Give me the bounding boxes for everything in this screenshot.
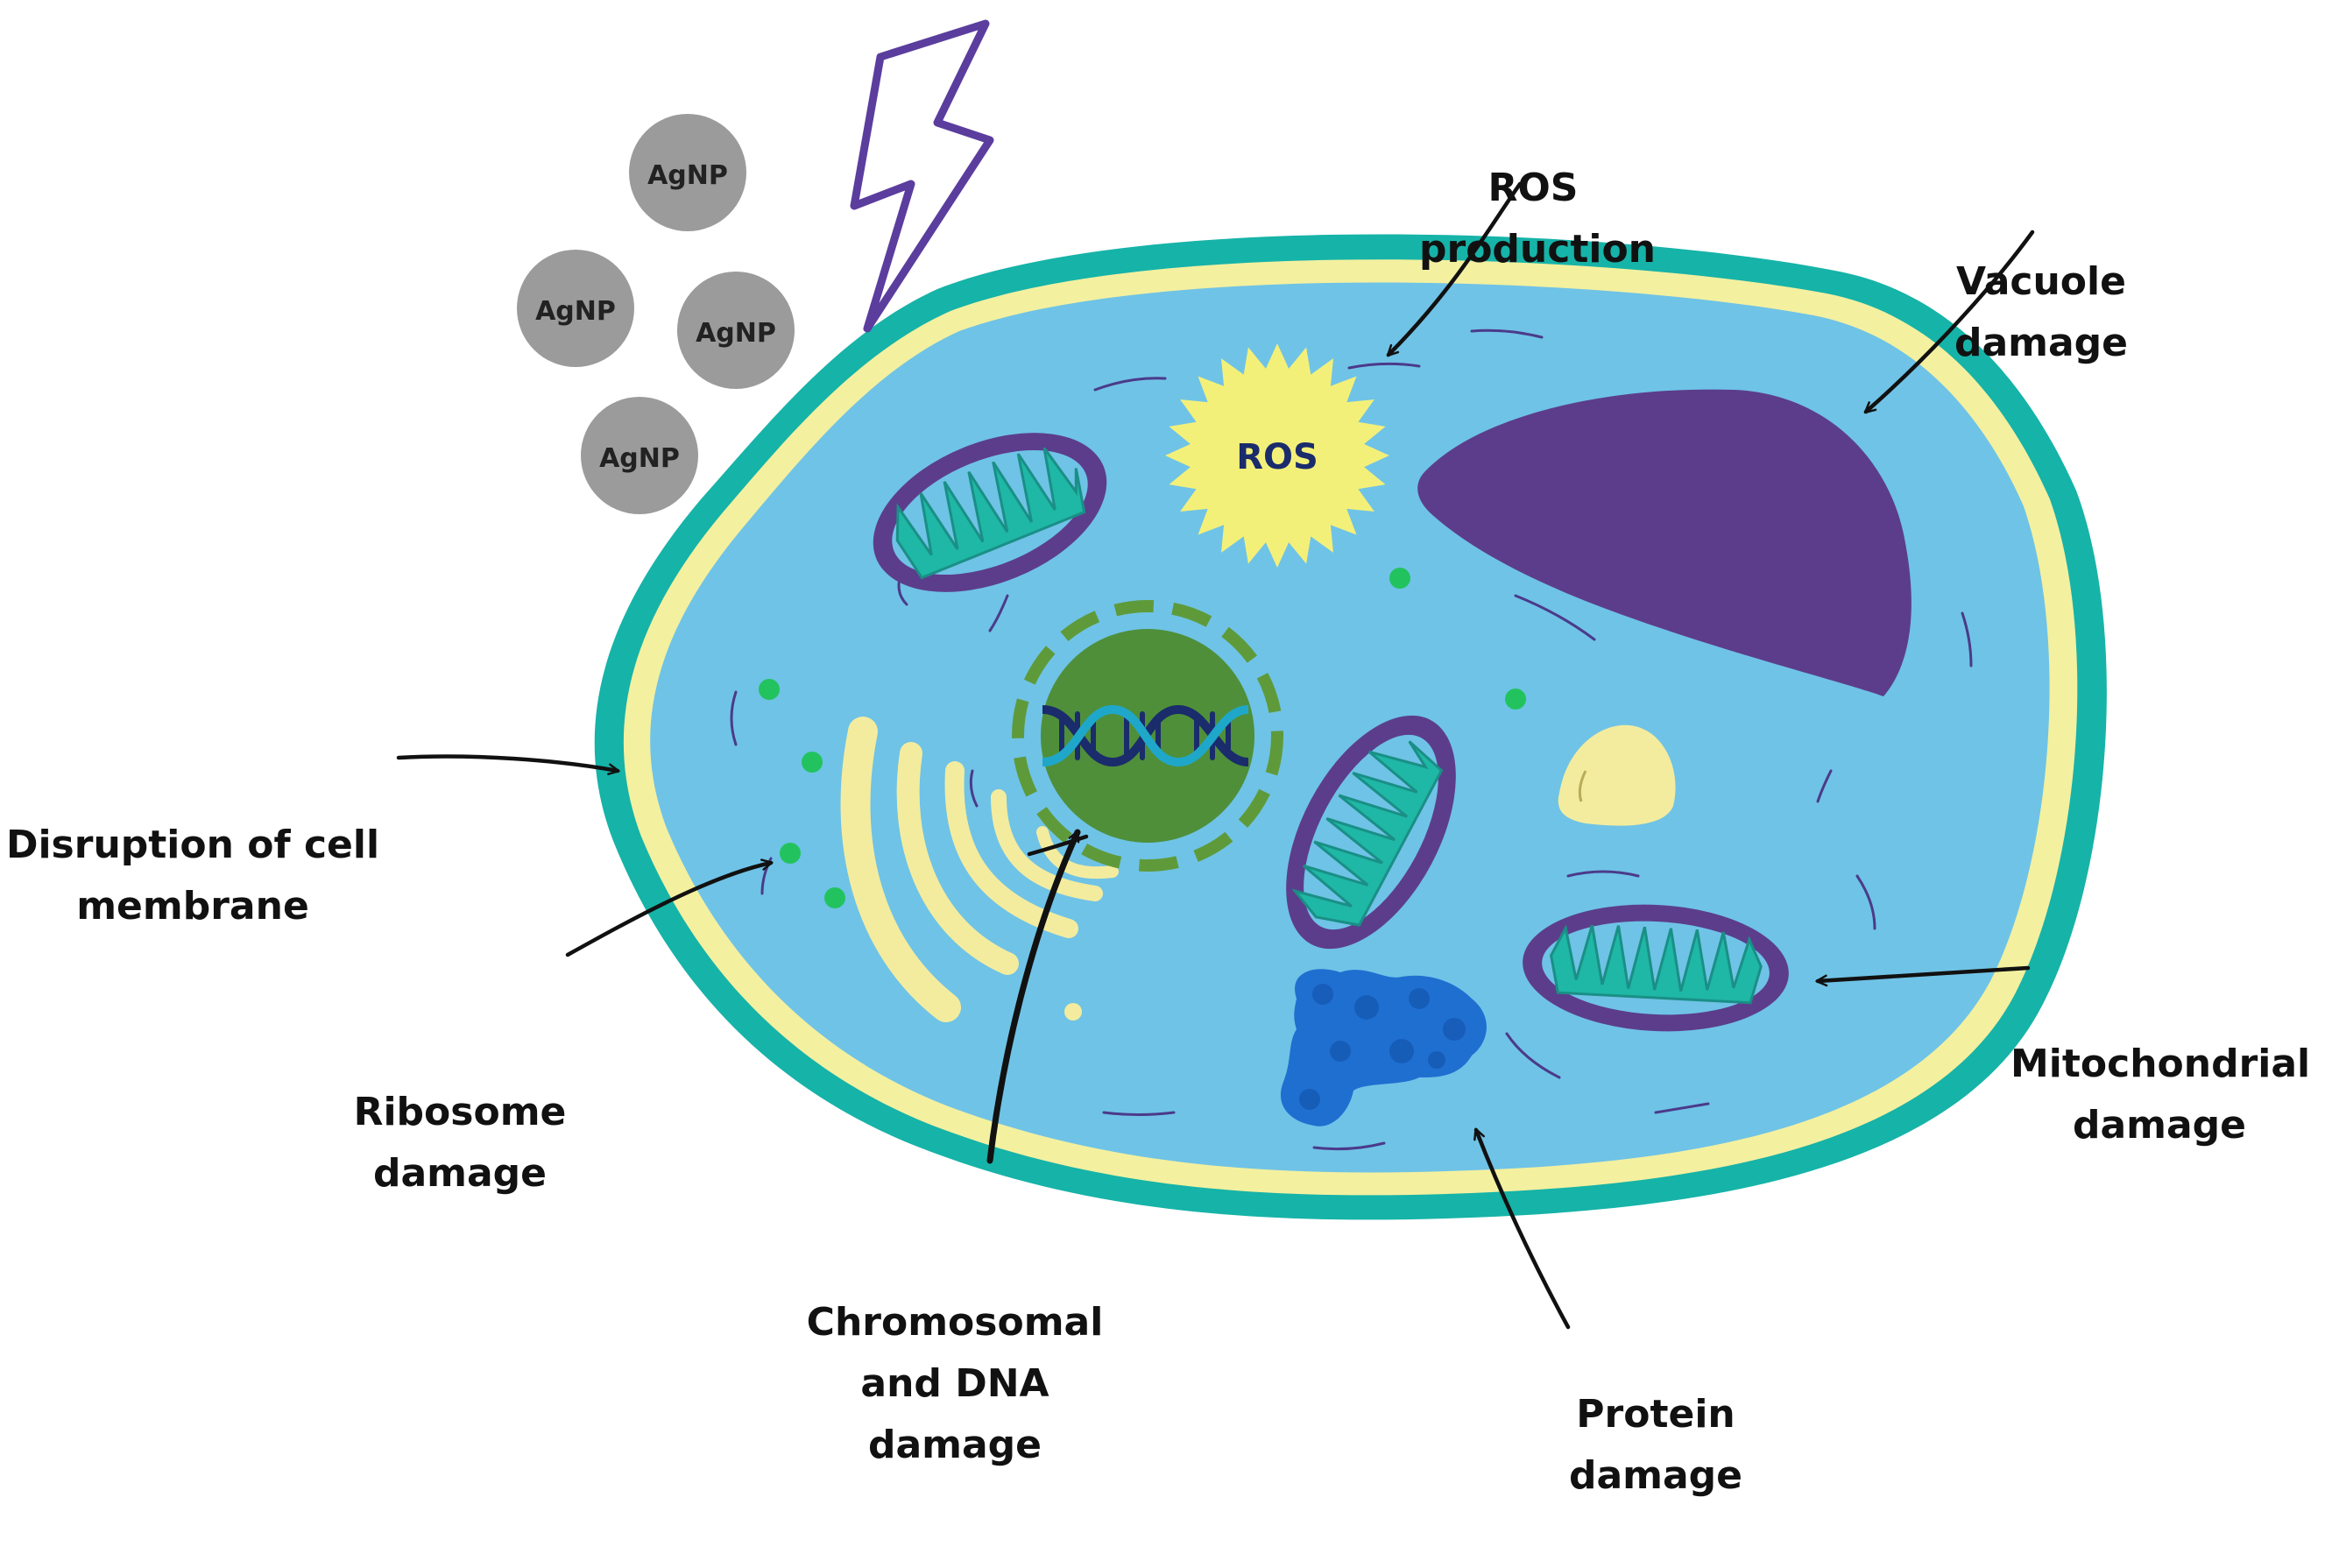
vesicle-mark: [1578, 770, 1587, 802]
ribosome: [759, 679, 780, 700]
arrow-mitochondrial-damage: [1815, 965, 2031, 987]
arrow-protein-damage: [1473, 1127, 1571, 1330]
mitochondrion-top: [873, 433, 1107, 592]
ribosome: [824, 887, 845, 908]
arrow-membrane-disruption: [396, 754, 620, 775]
mitochondrion-right: [1523, 904, 1789, 1032]
golgi-vesicle: [1064, 1003, 1082, 1021]
vacuole: [1417, 389, 1911, 696]
svg-text:AgNP: AgNP: [647, 160, 728, 191]
arrow-ros-production: [1386, 181, 1523, 357]
golgi-apparatus: [840, 717, 1119, 1022]
lightning-bolt-icon: [850, 19, 994, 333]
dna-icon: [1042, 704, 1249, 767]
ribosomes: [759, 568, 1526, 908]
nanoparticle-2: AgNP: [517, 250, 634, 367]
annotation-arrows: [396, 181, 2035, 1330]
protein-structure: [1280, 969, 1487, 1127]
arrow-chromosomal-damage-2: [1027, 834, 1089, 857]
vesicle: [1558, 724, 1676, 826]
arrow-vacuole-damage: [1863, 230, 2035, 414]
ribosome: [780, 843, 801, 864]
nanoparticle-1: AgNP: [629, 114, 746, 231]
ribosome: [1505, 689, 1526, 710]
arrow-ribosome-damage: [565, 858, 774, 957]
ribosome: [1389, 568, 1410, 589]
nanoparticle-3: AgNP: [677, 272, 795, 389]
svg-text:AgNP: AgNP: [599, 443, 680, 474]
ribosome: [802, 752, 823, 773]
nanoparticles: AgNP AgNP AgNP AgNP: [517, 114, 795, 514]
ros-text: ROS: [1236, 437, 1318, 477]
ros-burst: ROS: [1165, 343, 1389, 568]
nanoparticle-4: AgNP: [581, 397, 698, 514]
svg-text:AgNP: AgNP: [696, 318, 776, 349]
mitochondrion-middle: [1286, 715, 1456, 950]
arrow-chromosomal-damage: [986, 829, 1081, 1164]
cell-damage-diagram: ROS AgNP AgNP: [396, 19, 2107, 1330]
svg-text:AgNP: AgNP: [535, 296, 616, 327]
